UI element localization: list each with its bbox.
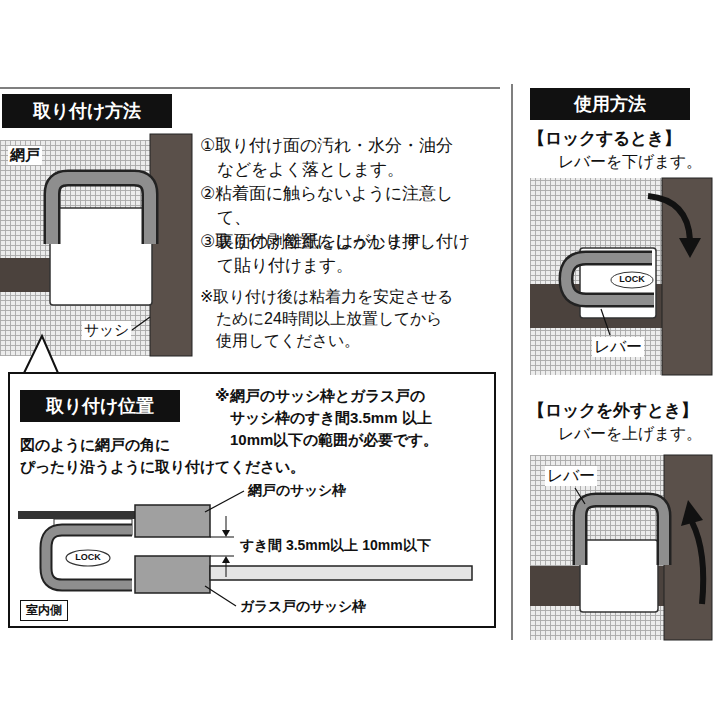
label-anchor: 網戸: [8, 146, 42, 165]
lock-lever: [580, 500, 664, 565]
lock-lever: [566, 258, 654, 300]
label-anchor: すき間 3.5mm以上 10mm以下: [240, 537, 431, 555]
leader-line: [575, 488, 585, 504]
lock-lever: [52, 178, 150, 244]
leader-line: [205, 491, 244, 512]
label-anchor: ガラス戸のサッシ枠: [240, 598, 366, 616]
label-anchor: LOCK: [619, 274, 645, 285]
section-banner: 使用方法: [530, 88, 690, 120]
dimension-line: [226, 516, 227, 532]
divider-line: [0, 87, 500, 89]
part-name: サッシ: [82, 321, 131, 340]
text-anchor: ※網戸のサッシ枠とガラス戸の サッシ枠のすき間3.5mm 以上 10mm以下の範…: [215, 385, 470, 451]
callout-pointer: [24, 336, 58, 373]
dimension-arrow: [222, 556, 230, 563]
motion-arrow: [679, 238, 701, 258]
leader-line: [601, 309, 610, 335]
glass-sash-section: [135, 556, 210, 593]
instruction-text: 図のように網戸の角に ぴったり沿うように取り付けてください。: [20, 434, 330, 478]
motion-arrow: [692, 522, 703, 604]
node-text: 室内側: [26, 602, 62, 619]
lock-mark: LOCK: [75, 552, 101, 563]
label-anchor: ※取り付け後は粘着力を安定させる ために24時間以上放置してから 使用してくださ…: [200, 286, 480, 352]
label-anchor: 【ロックするとき】: [528, 128, 681, 149]
motion-arrow: [648, 196, 690, 240]
dimension: すき間 3.5mm以上 10mm以下: [240, 537, 431, 555]
dimension-line: [210, 556, 234, 557]
label-anchor: LOCK: [75, 552, 101, 563]
lock-plate: [50, 208, 152, 305]
label-anchor: レバー: [592, 337, 644, 357]
step-text: ①取り付け面の汚れ・水分・油分 などをよく落とします。: [200, 134, 468, 182]
callout-box: ※網戸のサッシ枠とガラス戸の サッシ枠のすき間3.5mm 以上 10mm以下の範…: [8, 372, 496, 628]
leader-line: [132, 317, 150, 330]
usage-heading: 【ロックするとき】: [528, 128, 681, 149]
lock-badge: [611, 272, 653, 288]
screen-edge: [18, 511, 135, 519]
motion-arrow: [681, 500, 703, 526]
section-banner: 取り付け位置: [20, 390, 180, 422]
dimension-line: [210, 537, 234, 538]
label-anchor: レバーを上げます。: [558, 424, 702, 444]
requirement-note: ※網戸のサッシ枠とガラス戸の サッシ枠のすき間3.5mm 以上 10mm以下の範…: [215, 385, 470, 451]
label-anchor: ③取り付け位置にしっかり押し付け て貼り付けます。: [200, 230, 485, 278]
sash-frame: [150, 134, 192, 356]
banner-text: 取り付け方法: [33, 99, 141, 123]
lock-lever: [52, 178, 150, 244]
part-name: レバー: [545, 466, 597, 486]
usage-text: レバーを上げます。: [558, 424, 702, 444]
banner-text: 取り付け位置: [46, 394, 154, 418]
lock-mark: LOCK: [619, 274, 645, 285]
label-anchor: ①取り付け面の汚れ・水分・油分 などをよく落とします。: [200, 134, 468, 182]
screen-mesh: [530, 455, 665, 640]
part-name: 網戸: [8, 146, 42, 165]
dimension-line: [226, 561, 227, 577]
leader-line: [205, 586, 236, 606]
sash-frame: [662, 178, 712, 375]
text-anchor: 図のように網戸の角に ぴったり沿うように取り付けてください。: [20, 434, 330, 478]
label-anchor: レバー: [545, 466, 597, 486]
side-tag: 室内側: [20, 600, 68, 621]
label-anchor: サッシ: [82, 321, 131, 340]
part-name: レバー: [592, 337, 644, 357]
note-text: ※取り付け後は粘着力を安定させる ために24時間以上放置してから 使用してくださ…: [200, 286, 480, 352]
lock-lever: [580, 500, 664, 565]
usage-text: レバーを下げます。: [558, 152, 702, 172]
banner-text: 使用方法: [574, 92, 646, 116]
dimension-arrow: [222, 530, 230, 537]
part-name: ガラス戸のサッシ枠: [240, 598, 366, 616]
usage-heading: 【ロックを外すとき】: [528, 400, 698, 421]
screen-mesh: [530, 178, 665, 375]
lock-lever: [46, 530, 132, 585]
step-text: ③取り付け位置にしっかり押し付け て貼り付けます。: [200, 230, 485, 278]
screen-mesh: [0, 140, 152, 356]
lock-badge: [66, 550, 110, 566]
section-banner: 取り付け方法: [2, 94, 172, 128]
lock-lever: [46, 530, 132, 585]
label-anchor: 【ロックを外すとき】: [528, 400, 698, 421]
divider-line: [511, 84, 513, 640]
lock-lever: [566, 258, 654, 300]
glass-pane: [210, 566, 472, 580]
lock-plate: [580, 540, 658, 612]
screen-sash-section: [135, 505, 210, 537]
label-anchor: 網戸のサッシ枠: [248, 482, 346, 500]
part-name: 網戸のサッシ枠: [248, 482, 346, 500]
label-anchor: レバーを下げます。: [558, 152, 702, 172]
